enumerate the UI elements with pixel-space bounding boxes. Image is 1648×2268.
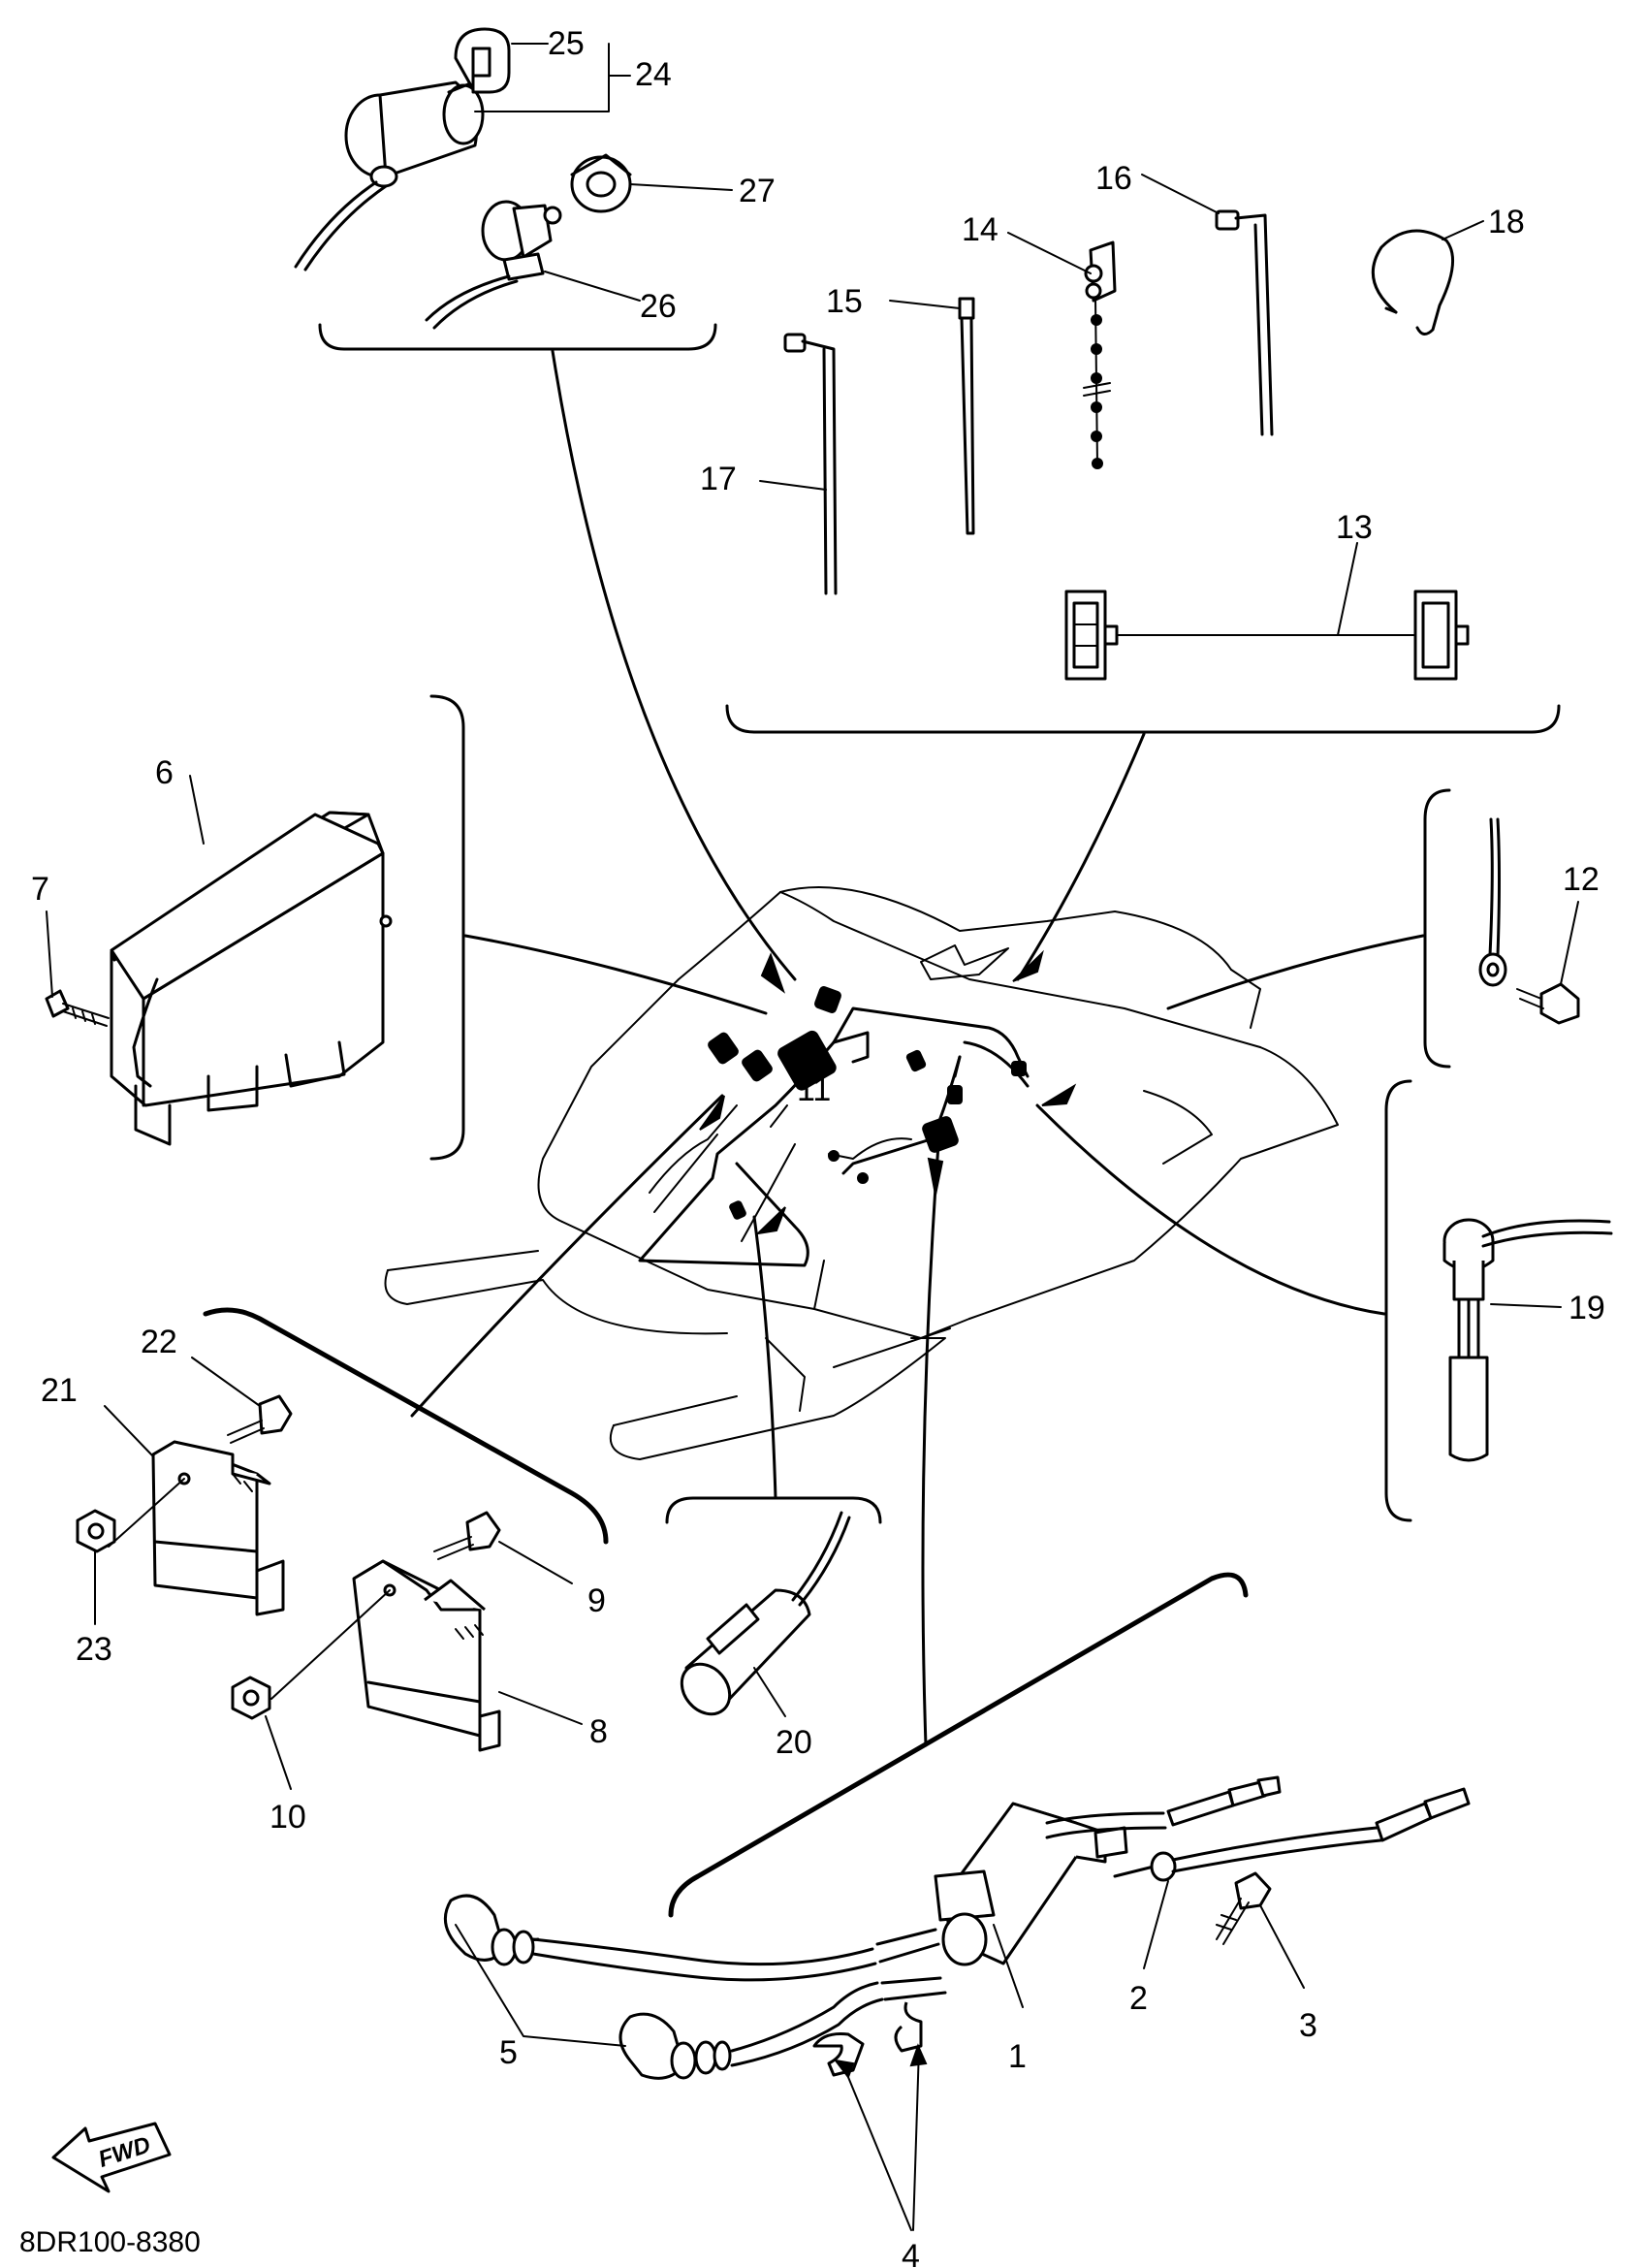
lead-wire-13-part [1064, 590, 1470, 681]
clamp-14-part [1083, 240, 1117, 469]
switch-nut-part [570, 153, 632, 213]
callout-21: 21 [41, 1372, 78, 1409]
bolt-3-part [1216, 1871, 1272, 1945]
nut-23-part [76, 1509, 116, 1553]
bolt-9-part [433, 1511, 501, 1560]
nut-10-part [231, 1676, 271, 1720]
callout-2: 2 [1129, 1980, 1148, 2017]
plug-lead-1-part [443, 1894, 940, 1982]
callout-22: 22 [141, 1324, 177, 1360]
group-bracket-lead [1166, 788, 1451, 1069]
group-bracket-cdi [429, 694, 768, 1161]
cdi-magneto-part [352, 1559, 501, 1752]
callout-labels: 1 2 3 4 5 6 7 8 9 10 11 12 13 14 15 16 1… [31, 25, 1605, 2268]
engine-stop-switch-part [425, 200, 562, 330]
chassis-outline [384, 886, 1339, 1460]
callout-25: 25 [548, 25, 585, 62]
group-bracket-switches [318, 323, 797, 981]
callout-1: 1 [1008, 2038, 1027, 2075]
callout-13: 13 [1336, 509, 1373, 546]
cable-tie-15-part [958, 297, 975, 535]
callout-15: 15 [826, 283, 863, 320]
callout-10: 10 [269, 1799, 306, 1836]
ground-wire-2-part [1113, 1787, 1471, 1882]
leader-lines [46, 43, 1579, 2231]
callout-18: 18 [1488, 204, 1525, 240]
bolt-22-part [227, 1394, 293, 1444]
pointer-arrows [699, 949, 1077, 1235]
condenser-part [680, 1511, 851, 1716]
callout-5: 5 [499, 2034, 518, 2071]
callout-17: 17 [700, 461, 737, 497]
group-bracket-ignition [668, 1142, 1249, 1918]
group-bracket-regulator [203, 1094, 724, 1545]
callout-3: 3 [1299, 2007, 1317, 2044]
callout-6: 6 [155, 754, 174, 791]
ground-lead-part [1478, 817, 1507, 987]
group-bracket-ties [725, 704, 1561, 981]
cdi-unit-part [110, 811, 393, 1146]
callout-14: 14 [962, 211, 998, 248]
clip-18-part [1371, 229, 1455, 335]
callout-27: 27 [739, 173, 776, 209]
plug-lead-2-part [618, 1976, 947, 2080]
callout-11: 11 [797, 1071, 831, 1108]
rectifier-regulator-part [151, 1440, 285, 1616]
callout-20: 20 [776, 1724, 812, 1761]
bolt-7-part [45, 989, 110, 1027]
group-bracket-thermo [1035, 1079, 1412, 1522]
callout-24: 24 [635, 56, 672, 93]
callout-23: 23 [76, 1631, 112, 1668]
callout-8: 8 [589, 1713, 608, 1750]
callout-19: 19 [1569, 1290, 1605, 1326]
thermo-switch-part [1442, 1218, 1613, 1462]
holder-4-part [812, 2001, 923, 2077]
bolt-12-part [1516, 982, 1580, 1025]
band-16-part [1215, 209, 1274, 436]
callout-26: 26 [640, 288, 677, 325]
callout-12: 12 [1563, 861, 1600, 898]
callout-9: 9 [587, 1582, 606, 1619]
diagram-code: 8DR100-8380 [19, 2226, 201, 2258]
ignition-coil-part [934, 1775, 1282, 1966]
callout-7: 7 [31, 871, 49, 908]
forward-direction-arrow: FWD [51, 2122, 172, 2193]
band-17-part [783, 333, 838, 595]
callout-4: 4 [902, 2238, 920, 2268]
main-switch-part [294, 27, 511, 272]
callout-16: 16 [1095, 160, 1132, 197]
group-bracket-capacitor [665, 1215, 882, 1524]
wireharness-part [638, 986, 1030, 1267]
